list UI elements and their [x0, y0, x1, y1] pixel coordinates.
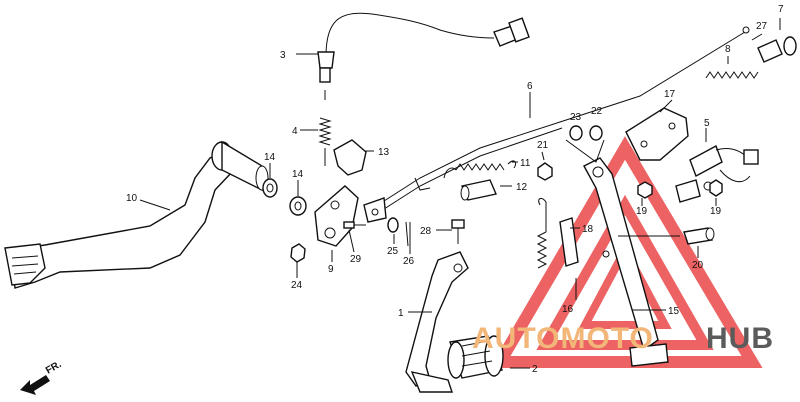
- callout-28: 28: [420, 226, 432, 237]
- callout-7: 7: [778, 4, 784, 15]
- bracket-17: [625, 107, 689, 161]
- callout-14b: 14: [292, 169, 304, 180]
- callout-1: 1: [398, 308, 404, 319]
- callout-8: 8: [725, 44, 731, 55]
- bolt-19a: [637, 181, 653, 199]
- footpeg-rubber-2: [447, 335, 504, 379]
- brake-pedal: [4, 140, 269, 289]
- callout-27: 27: [756, 21, 768, 32]
- callout-2: 2: [532, 364, 538, 375]
- callout-13: 13: [378, 147, 390, 158]
- callout-5: 5: [704, 118, 710, 129]
- nut-21: [537, 162, 553, 181]
- callout-16: 16: [562, 304, 574, 315]
- pin-20: [683, 227, 715, 245]
- direction-label: FR.: [44, 359, 64, 377]
- callout-15: 15: [668, 306, 680, 317]
- watermark-text-hub: HUB: [706, 322, 774, 355]
- washer-14b-hole: [294, 201, 302, 211]
- washer-23: [569, 125, 583, 141]
- watermark-logo: AUTOMOTO HUB: [472, 322, 774, 355]
- callout-25: 25: [387, 246, 399, 257]
- pivot-plate-9: [314, 185, 359, 247]
- callout-26: 26: [403, 256, 415, 267]
- rubber-boot-13: [333, 139, 367, 176]
- callout-22: 22: [591, 106, 603, 117]
- spring-16: [536, 197, 548, 269]
- callout-labels: 1 2 3 4 5 6 7 8 9 10 11 12 13 14 14 15 1…: [126, 4, 784, 375]
- washer-22: [589, 125, 603, 141]
- callout-21: 21: [537, 140, 549, 151]
- callout-4: 4: [292, 126, 298, 137]
- callout-19a: 19: [636, 206, 648, 217]
- spring-4: [318, 90, 332, 166]
- callout-17: 17: [664, 89, 676, 100]
- leader-lines: [139, 18, 781, 369]
- callout-11: 11: [520, 158, 531, 169]
- callout-12: 12: [516, 182, 528, 193]
- callout-9: 9: [328, 264, 334, 275]
- brake-rod-6: [363, 26, 750, 223]
- bolt-19b: [709, 179, 723, 197]
- spring-18: [559, 217, 579, 267]
- callout-20: 20: [692, 260, 704, 271]
- callout-29: 29: [350, 254, 362, 265]
- callout-24: 24: [291, 280, 303, 291]
- kick-arm-1: [405, 251, 469, 393]
- bolt-29: [343, 221, 366, 229]
- washer-25: [387, 217, 399, 233]
- joint-7: [757, 36, 797, 63]
- sleeve-12: [460, 179, 497, 201]
- bolt-28: [451, 219, 465, 244]
- callout-18: 18: [582, 224, 594, 235]
- cotter-pin-26: [405, 221, 411, 247]
- washer-14a-hole: [266, 183, 274, 193]
- callout-23: 23: [570, 112, 582, 123]
- callout-10: 10: [126, 193, 138, 204]
- nut-24: [290, 243, 306, 263]
- side-stand-15: [583, 157, 669, 367]
- spring-8: [705, 71, 759, 79]
- callout-6: 6: [527, 81, 533, 92]
- return-spring-11: [443, 160, 517, 179]
- watermark-text-automoto: AUTOMOTO: [472, 322, 654, 355]
- stand-switch-5: [675, 145, 759, 203]
- callout-3: 3: [280, 50, 286, 61]
- front-direction-arrow-icon: FR.: [20, 359, 64, 395]
- brake-switch-cable: [317, 12, 530, 83]
- callout-19b: 19: [710, 206, 722, 217]
- watermark-triangle-icon: [489, 136, 763, 368]
- callout-14a: 14: [264, 152, 276, 163]
